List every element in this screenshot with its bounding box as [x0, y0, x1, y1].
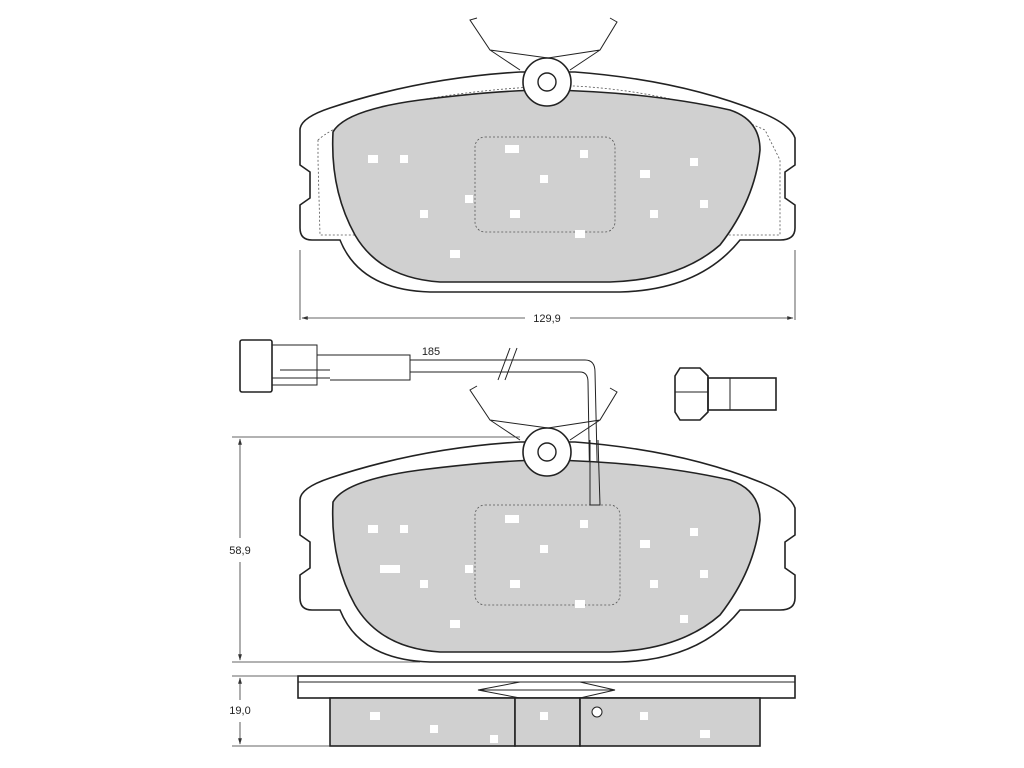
side-friction-block-right [579, 697, 761, 747]
top-speckles [368, 145, 708, 258]
height-dimension: 58,9 [226, 436, 520, 663]
mounting-bolt [674, 367, 777, 421]
bottom-brake-pad [299, 385, 796, 663]
side-friction-block-mid [514, 697, 581, 747]
bottom-speckles [368, 515, 708, 628]
top-brake-pad [299, 17, 796, 293]
side-backing-plate [297, 675, 796, 699]
sensor-connector-body [271, 344, 318, 386]
top-friction-material [331, 89, 761, 283]
bottom-center-window [474, 504, 621, 606]
width-dimension: 129,9 [299, 250, 796, 326]
width-dimension-label: 129,9 [533, 313, 561, 325]
side-clip-spring [477, 681, 616, 699]
thickness-dimension: 19,0 [226, 675, 330, 747]
top-backing-plate [299, 71, 796, 293]
wire-length-label: 185 [422, 346, 440, 358]
bottom-mount-hole [537, 442, 557, 462]
sensor-connector [239, 339, 273, 393]
wear-sensor: 185 [239, 339, 599, 501]
bolt-head [674, 367, 709, 421]
bolt-shank [707, 377, 777, 411]
bottom-friction-material [331, 459, 761, 653]
top-center-window [474, 136, 616, 233]
height-dimension-label: 58,9 [229, 545, 250, 557]
thickness-dimension-label: 19,0 [229, 705, 250, 717]
side-sensor-pin [591, 706, 603, 718]
side-view-pad [297, 675, 796, 747]
sensor-wire [317, 354, 599, 501]
bottom-backing-plate [299, 441, 796, 663]
top-mount-hole [537, 72, 557, 92]
side-friction-block-left [329, 697, 516, 747]
